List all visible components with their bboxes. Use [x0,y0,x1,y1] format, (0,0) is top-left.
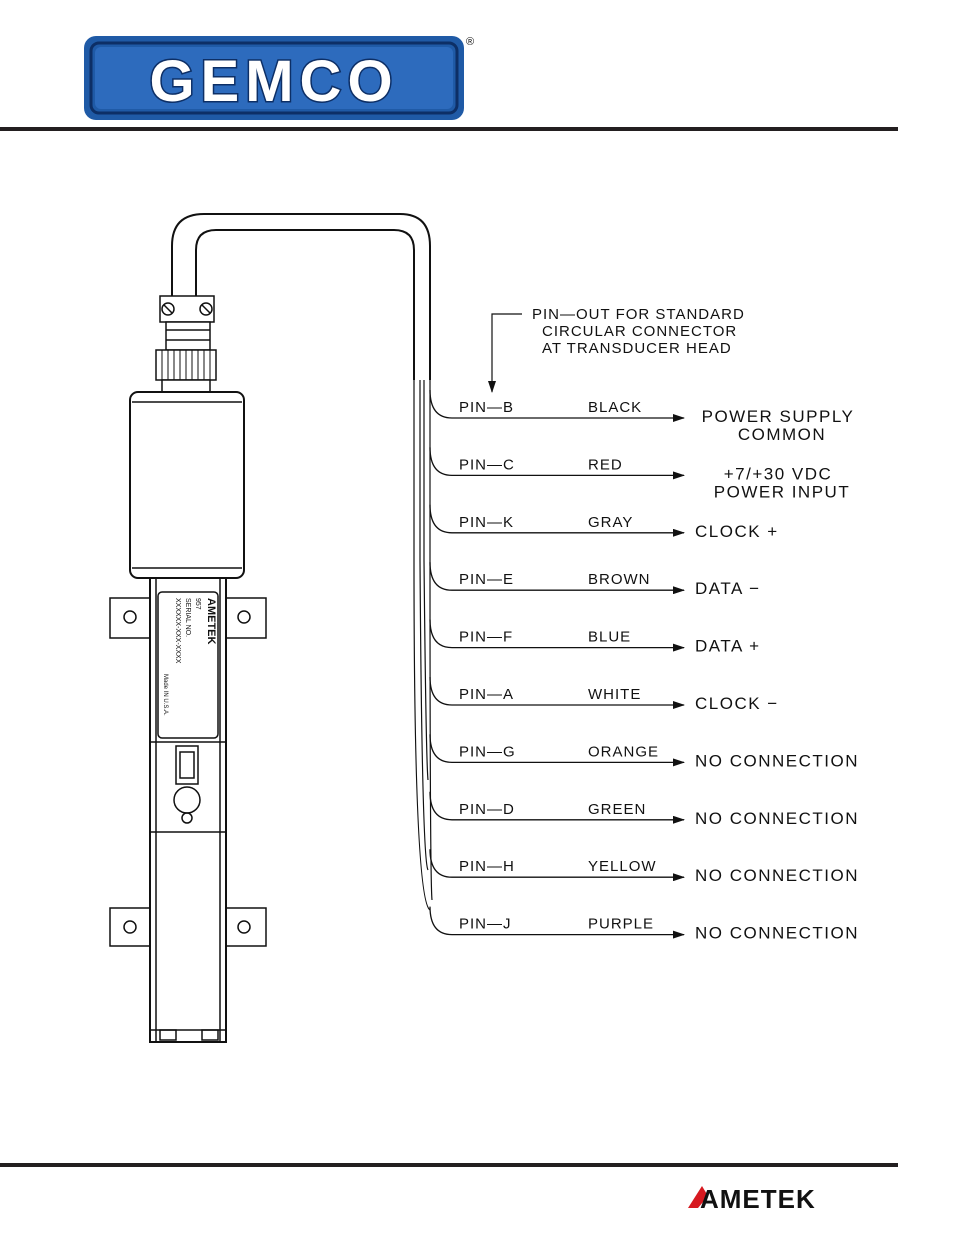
ametek-logo-text: AMETEK [700,1184,816,1214]
pin-row: PIN—A WHITE CLOCK − [429,676,779,713]
signal-label: NO CONNECTION [695,809,859,828]
pin-wire [429,676,685,709]
pin-wire [429,504,685,537]
signal-label: POWER SUPPLY [702,407,855,426]
callout-leader [488,313,522,393]
callout-line-2: CIRCULAR CONNECTOR [542,323,737,340]
pin-wire [429,734,685,767]
pin-row: PIN—H YELLOW NO CONNECTION [429,849,859,885]
pin-wire [429,562,685,595]
wire-color-label: PURPLE [588,916,654,933]
signal-label: NO CONNECTION [695,866,859,885]
signal-label: +7/+30 VDC [724,464,833,483]
pin-wire [429,389,685,422]
pin-row: PIN—J PURPLE NO CONNECTION [429,906,859,943]
pin-label: PIN—E [459,571,514,588]
wire-color-label: RED [588,456,623,473]
pin-wire [429,791,685,824]
footer-rule [0,1163,898,1167]
pin-label: PIN—K [459,514,514,531]
pin-label: PIN—C [459,456,515,473]
pin-row: PIN—E BROWN DATA − [429,562,761,598]
callout-line-3: AT TRANSDUCER HEAD [542,340,732,357]
pin-row: PIN—F BLUE DATA + [429,619,761,656]
signal-label: POWER INPUT [714,482,850,501]
pin-wire [429,849,685,882]
pin-row: PIN—G ORANGE NO CONNECTION [429,734,859,770]
wire-color-label: GRAY [588,514,633,531]
header-rule [0,127,898,131]
wire-color-label: WHITE [588,686,641,703]
wire-color-label: BLACK [588,399,642,416]
pinout-callout: PIN—OUT FOR STANDARD CIRCULAR CONNECTOR … [488,306,745,393]
pin-wire [429,447,685,480]
wire-color-label: BLUE [588,629,631,646]
pin-label: PIN—A [459,686,514,703]
pin-label: PIN—H [459,858,515,875]
label-plate: AMETEK 957 SERIAL NO. XXXXXX-XXX-XXXX Ma… [157,591,219,739]
pin-row: PIN—K GRAY CLOCK + [429,504,779,541]
signal-label: DATA − [695,579,761,598]
wire-color-label: ORANGE [588,743,659,760]
label-plate-made-in: Made IN U.S.A. [162,674,168,716]
pin-label: PIN—F [459,629,513,646]
pin-wire [429,619,685,652]
label-plate-model: 957 [194,598,201,610]
signal-label: CLOCK − [695,694,779,713]
pin-label: PIN—D [459,801,515,818]
gemco-logo: GEMCO ® [84,36,474,120]
label-plate-brand: AMETEK [205,598,217,645]
wire-color-label: YELLOW [588,858,657,875]
ametek-logo: AMETEK [688,1184,816,1214]
wire-fanout [413,380,433,911]
gemco-logo-text: GEMCO [149,49,398,114]
signal-label: CLOCK + [695,522,779,541]
signal-label: COMMON [738,425,826,444]
signal-label: DATA + [695,637,761,656]
label-plate-serial-label: SERIAL NO. [184,598,191,637]
callout-line-1: PIN—OUT FOR STANDARD [532,306,745,323]
pin-row: PIN—D GREEN NO CONNECTION [429,791,859,828]
pin-label: PIN—J [459,916,512,933]
pin-label: PIN—B [459,399,514,416]
signal-label: NO CONNECTION [695,924,859,943]
wire-color-label: GREEN [588,801,646,818]
label-plate-serial-value: XXXXXX-XXX-XXXX [174,598,181,664]
signal-label: NO CONNECTION [695,751,859,770]
pin-wire [429,906,685,939]
wire-color-label: BROWN [588,571,651,588]
registered-mark: ® [466,36,474,48]
pin-label: PIN—G [459,743,516,760]
